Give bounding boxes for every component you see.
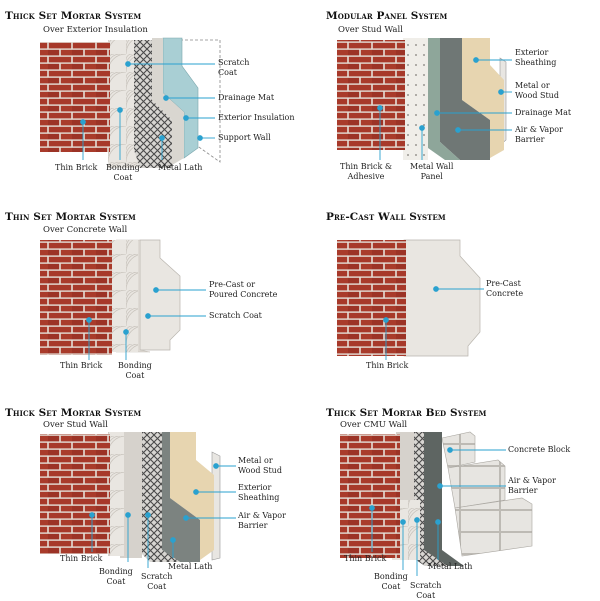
- wall-section-diagram: [40, 239, 206, 360]
- label-thin-brick: Thin Brick: [60, 554, 103, 563]
- label-metal-lath: Metal Lath: [168, 562, 213, 571]
- label-bonding-coat: Bonding Coat: [374, 572, 408, 591]
- label-precast-concrete: Pre-Cast Concrete: [486, 279, 524, 298]
- label-bonding-coat: Bonding Coat: [99, 567, 133, 586]
- panel-subtitle: Over CMU Wall: [340, 420, 408, 430]
- label-scratch-coat: Scratch Coat: [218, 58, 250, 77]
- panel-title: Thick Set Mortar Bed System: [326, 407, 487, 419]
- label-bonding-coat: Bonding Coat: [118, 361, 152, 380]
- label-thin-brick: Thin Brick: [344, 554, 387, 563]
- label-scratch-coat: Scratch Coat: [209, 311, 262, 320]
- panel-title: Modular Panel System: [326, 10, 448, 22]
- panel-subtitle: Over Stud Wall: [43, 420, 108, 430]
- label-air-vapor-barrier: Air & Vapor Barrier: [238, 511, 286, 530]
- label-air-vapor-barrier: Air & Vapor Barrier: [508, 476, 556, 495]
- label-thin-brick-adhesive: Thin Brick & Adhesive: [340, 162, 392, 181]
- label-metal-lath: Metal Lath: [428, 562, 473, 571]
- label-precast-or-poured-concrete: Pre-Cast or Poured Concrete: [209, 280, 278, 299]
- panel-subtitle: Over Stud Wall: [338, 25, 403, 35]
- panel-modular-panel: Modular Panel System Over Stud Wall Exte…: [300, 0, 600, 200]
- label-drainage-mat: Drainage Mat: [515, 108, 572, 117]
- label-bonding-coat: Bonding Coat: [106, 163, 140, 182]
- label-metal-or-wood-stud: Metal or Wood Stud: [515, 81, 559, 100]
- panel-title: Thick Set Mortar System: [5, 407, 142, 419]
- label-exterior-insulation: Exterior Insulation: [218, 113, 295, 122]
- panel-title: Pre-Cast Wall System: [326, 211, 446, 223]
- wall-section-diagram: [340, 431, 533, 576]
- panel-title: Thin Set Mortar System: [5, 211, 136, 223]
- wall-section-diagram: [337, 38, 512, 160]
- label-scratch-coat: Scratch Coat: [141, 572, 173, 591]
- label-thin-brick: Thin Brick: [366, 361, 409, 370]
- wall-section-diagram: [337, 239, 484, 360]
- panel-subtitle: Over Concrete Wall: [43, 225, 128, 235]
- label-concrete-block: Concrete Block: [508, 445, 571, 454]
- wall-section-diagram: [40, 37, 221, 168]
- panel-thick-set-ext-insulation: Thick Set Mortar System Over Exterior In…: [0, 0, 300, 200]
- panel-subtitle: Over Exterior Insulation: [43, 25, 148, 35]
- label-air-vapor-barrier: Air & Vapor Barrier: [515, 125, 563, 144]
- label-drainage-mat: Drainage Mat: [218, 93, 275, 102]
- panel-precast-wall: Pre-Cast Wall System Pre-Cast Concrete T…: [300, 200, 600, 400]
- panel-thin-set-concrete: Thin Set Mortar System Over Concrete Wal…: [0, 200, 300, 400]
- label-scratch-coat: Scratch Coat: [410, 581, 442, 600]
- label-metal-lath: Metal Lath: [158, 163, 203, 172]
- panel-thick-set-stud-wall: Thick Set Mortar System Over Stud Wall M…: [0, 400, 300, 600]
- label-exterior-sheathing: Exterior Sheathing: [238, 483, 280, 502]
- wall-section-diagram: [40, 432, 236, 568]
- label-thin-brick: Thin Brick: [60, 361, 103, 370]
- label-metal-wall-panel: Metal Wall Panel: [410, 162, 454, 181]
- panel-title: Thick Set Mortar System: [5, 10, 142, 22]
- panel-thick-set-mortar-bed-cmu: Thick Set Mortar Bed System Over CMU Wal…: [300, 400, 600, 600]
- label-metal-or-wood-stud: Metal or Wood Stud: [238, 456, 282, 475]
- label-thin-brick: Thin Brick: [55, 163, 98, 172]
- label-exterior-sheathing: Exterior Sheathing: [515, 48, 557, 67]
- label-support-wall: Support Wall: [218, 133, 271, 142]
